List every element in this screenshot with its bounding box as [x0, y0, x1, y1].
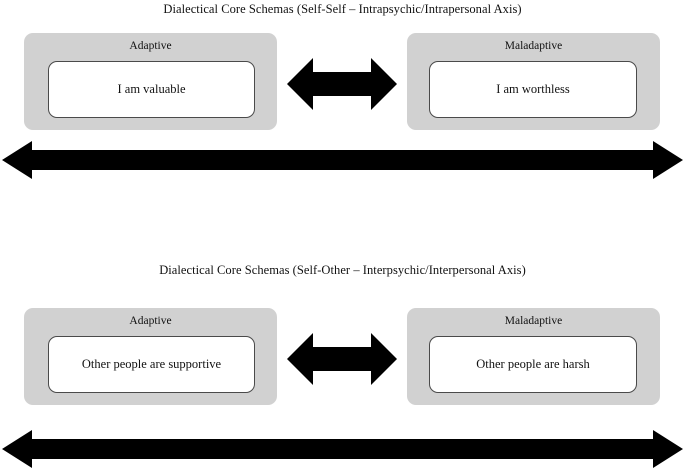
schema-statement-maladaptive-self-self: I am worthless [496, 82, 570, 96]
panel-maladaptive-self-other[interactable]: Maladaptive Other people are harsh [407, 308, 660, 405]
axis-arrow-self-other [2, 430, 683, 468]
section-self-other: Dialectical Core Schemas (Self-Other – I… [0, 260, 685, 472]
section-self-self: Dialectical Core Schemas (Self-Self – In… [0, 0, 685, 200]
schema-statement-adaptive-self-self: I am valuable [117, 82, 186, 96]
schema-statement-maladaptive-self-other: Other people are harsh [476, 357, 590, 371]
schema-box-maladaptive-self-self[interactable]: I am worthless [429, 61, 637, 118]
axis-arrow-self-self [2, 141, 683, 179]
panel-label-adaptive-self-other: Adaptive [129, 315, 172, 327]
double-headed-arrow-icon-self-other [287, 333, 397, 385]
section-title-self-self: Dialectical Core Schemas (Self-Self – In… [163, 2, 522, 16]
section-title-self-other: Dialectical Core Schemas (Self-Other – I… [159, 263, 526, 277]
schema-box-adaptive-self-self[interactable]: I am valuable [48, 61, 255, 118]
double-headed-arrow-icon-self-self [287, 58, 397, 110]
schema-statement-adaptive-self-other: Other people are supportive [81, 357, 222, 371]
panel-label-maladaptive-self-self: Maladaptive [504, 40, 563, 52]
panel-label-adaptive-self-self: Adaptive [129, 40, 172, 52]
schema-box-maladaptive-self-other[interactable]: Other people are harsh [429, 336, 637, 393]
panel-adaptive-self-self[interactable]: Adaptive I am valuable [24, 33, 277, 130]
schema-box-adaptive-self-other[interactable]: Other people are supportive [48, 336, 255, 393]
panel-maladaptive-self-self[interactable]: Maladaptive I am worthless [407, 33, 660, 130]
panel-label-maladaptive-self-other: Maladaptive [504, 315, 563, 327]
panel-adaptive-self-other[interactable]: Adaptive Other people are supportive [24, 308, 277, 405]
